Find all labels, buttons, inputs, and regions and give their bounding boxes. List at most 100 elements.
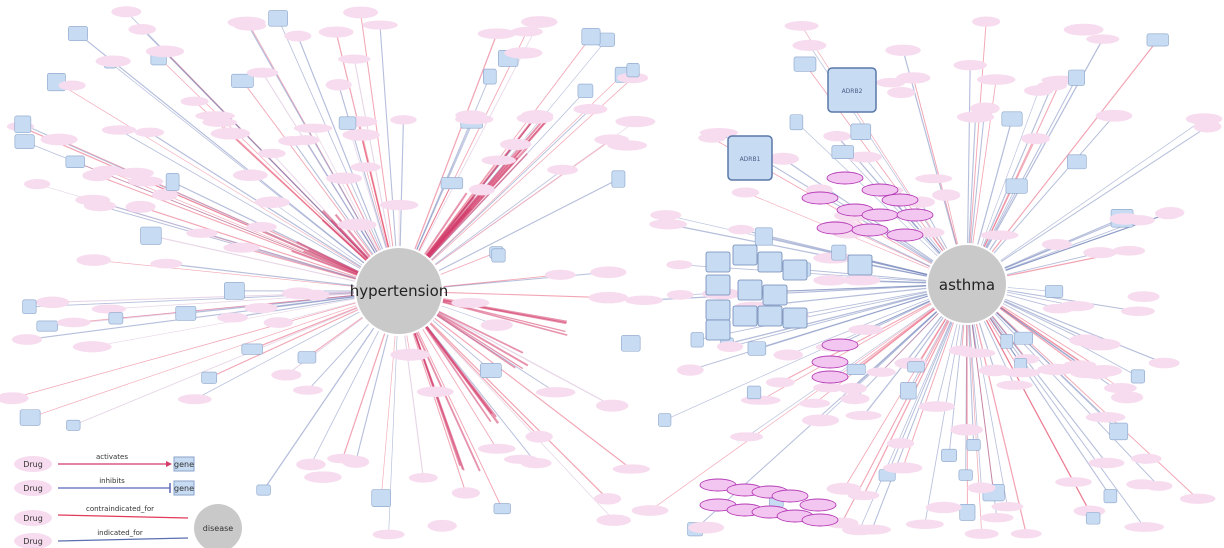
gene-node <box>958 469 973 481</box>
gene-node <box>231 73 254 88</box>
edge <box>208 308 360 379</box>
drug-node <box>784 21 819 31</box>
drug-node <box>886 438 915 449</box>
edge <box>985 38 1104 250</box>
edge <box>166 263 356 287</box>
drug-node <box>1088 457 1125 469</box>
drug-node <box>595 399 629 412</box>
drug-node <box>823 130 851 142</box>
edge <box>756 295 929 349</box>
disease-asthma-label: asthma <box>939 276 995 294</box>
drug-node <box>905 519 944 530</box>
gene-node <box>140 226 162 245</box>
drug-node <box>480 319 513 331</box>
gene-node <box>658 413 672 427</box>
drug-node <box>76 254 111 266</box>
gene-node <box>268 10 288 27</box>
drug-node <box>1041 238 1072 250</box>
edge <box>667 223 928 277</box>
drug-node <box>304 471 342 483</box>
gene-adrb1-label: ADRB1 <box>740 156 761 163</box>
drug-node <box>362 20 398 30</box>
edge <box>149 131 363 268</box>
gene-adrb2[interactable]: ADRB2 <box>827 67 877 113</box>
edge <box>697 291 928 341</box>
drug-node <box>0 392 29 405</box>
drug-node <box>841 275 881 286</box>
clustered-drug-node <box>826 171 864 185</box>
drug-node <box>915 174 953 184</box>
drug-node <box>244 303 278 314</box>
drug-node <box>728 224 755 235</box>
drug-node <box>932 189 961 201</box>
drug-node <box>227 16 266 29</box>
gene-node <box>626 63 640 78</box>
drug-node <box>991 501 1024 512</box>
legend-row-3-source: Drug <box>23 514 43 523</box>
edge <box>1005 252 1100 276</box>
drug-node <box>91 304 127 314</box>
legend-disease-node: disease <box>194 504 242 548</box>
drug-node <box>72 341 112 353</box>
drug-node <box>343 6 379 19</box>
drug-node <box>134 127 165 137</box>
drug-node <box>544 269 576 280</box>
edge <box>886 320 953 476</box>
gene-adrb1[interactable]: ADRB1 <box>727 135 773 181</box>
clustered-drug-node <box>801 513 839 527</box>
edge <box>110 62 365 265</box>
gene-node <box>1044 285 1064 298</box>
drug-node <box>111 6 142 18</box>
edge <box>967 65 971 245</box>
edge <box>20 125 359 275</box>
drug-node <box>128 23 156 35</box>
gene-node <box>493 503 511 515</box>
drug-node <box>730 432 764 442</box>
edge <box>380 334 396 499</box>
gene-node <box>598 32 615 47</box>
drug-node <box>379 199 419 211</box>
gene-node <box>782 259 808 281</box>
drug-node <box>337 218 377 231</box>
legend: Drug activates gene Drug inhibits gene D… <box>14 453 242 548</box>
drug-node <box>481 155 517 166</box>
gene-node <box>1085 512 1101 525</box>
gene-node <box>68 26 88 41</box>
edge <box>353 58 392 248</box>
gene-node <box>1109 422 1129 441</box>
drug-node <box>210 127 251 140</box>
nodes-layer <box>0 6 1223 540</box>
drug-node <box>1021 133 1051 145</box>
drug-node <box>342 129 380 141</box>
edge <box>277 18 382 251</box>
drug-node <box>95 55 131 67</box>
edge <box>399 119 404 248</box>
edge <box>415 76 491 251</box>
disease-asthma[interactable]: asthma <box>926 243 1008 325</box>
drug-node <box>767 152 800 165</box>
drug-node <box>773 349 804 361</box>
drug-node <box>1131 453 1162 464</box>
drug-node <box>195 111 235 121</box>
drug-node <box>101 125 137 135</box>
edge <box>425 160 500 257</box>
edge <box>999 118 1205 262</box>
edge <box>442 274 561 288</box>
gene-node <box>782 307 808 329</box>
disease-hypertension[interactable]: hypertension <box>350 246 449 336</box>
gene-node <box>1013 331 1033 345</box>
edge <box>360 134 390 249</box>
drug-node <box>716 341 744 353</box>
edge <box>852 310 938 389</box>
gene-node <box>175 305 197 321</box>
legend-row-4-relation: indicated_for <box>97 529 143 537</box>
gene-node <box>577 83 594 99</box>
drug-node <box>996 380 1033 390</box>
edge <box>975 322 1027 534</box>
edge <box>272 201 364 267</box>
edge <box>907 318 949 391</box>
edge <box>418 294 568 336</box>
edge <box>865 299 931 331</box>
